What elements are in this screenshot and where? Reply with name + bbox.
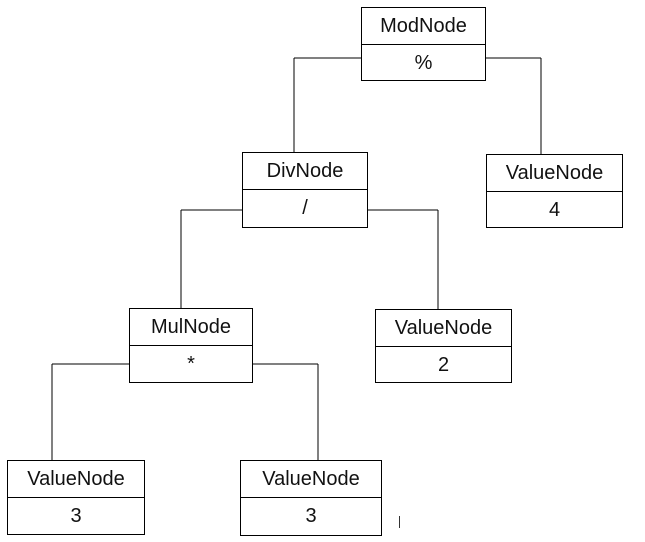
div-node: DivNode /	[242, 152, 368, 228]
node-value: 4	[548, 199, 561, 221]
mul-node: MulNode *	[129, 308, 253, 383]
node-operator: %	[414, 52, 433, 74]
value-node-2: ValueNode 2	[375, 309, 512, 383]
node-type-label: ValueNode	[8, 461, 144, 498]
value-node-3-right: ValueNode 3	[240, 460, 382, 536]
value-node-4: ValueNode 4	[486, 154, 623, 228]
node-type-label: MulNode	[130, 309, 252, 346]
node-operator: /	[302, 197, 308, 219]
node-type-label: ValueNode	[241, 461, 381, 498]
value-node-3-left: ValueNode 3	[7, 460, 145, 535]
node-value: 2	[437, 354, 450, 376]
node-type-label: ModNode	[362, 8, 485, 45]
text-cursor-mark	[399, 516, 400, 528]
node-type-label: ValueNode	[376, 310, 511, 347]
node-value: 3	[305, 505, 317, 527]
node-type-label: DivNode	[243, 153, 367, 190]
mod-node: ModNode %	[361, 7, 486, 81]
node-operator: *	[187, 353, 195, 375]
node-type-label: ValueNode	[487, 155, 622, 192]
node-value: 3	[70, 505, 82, 527]
